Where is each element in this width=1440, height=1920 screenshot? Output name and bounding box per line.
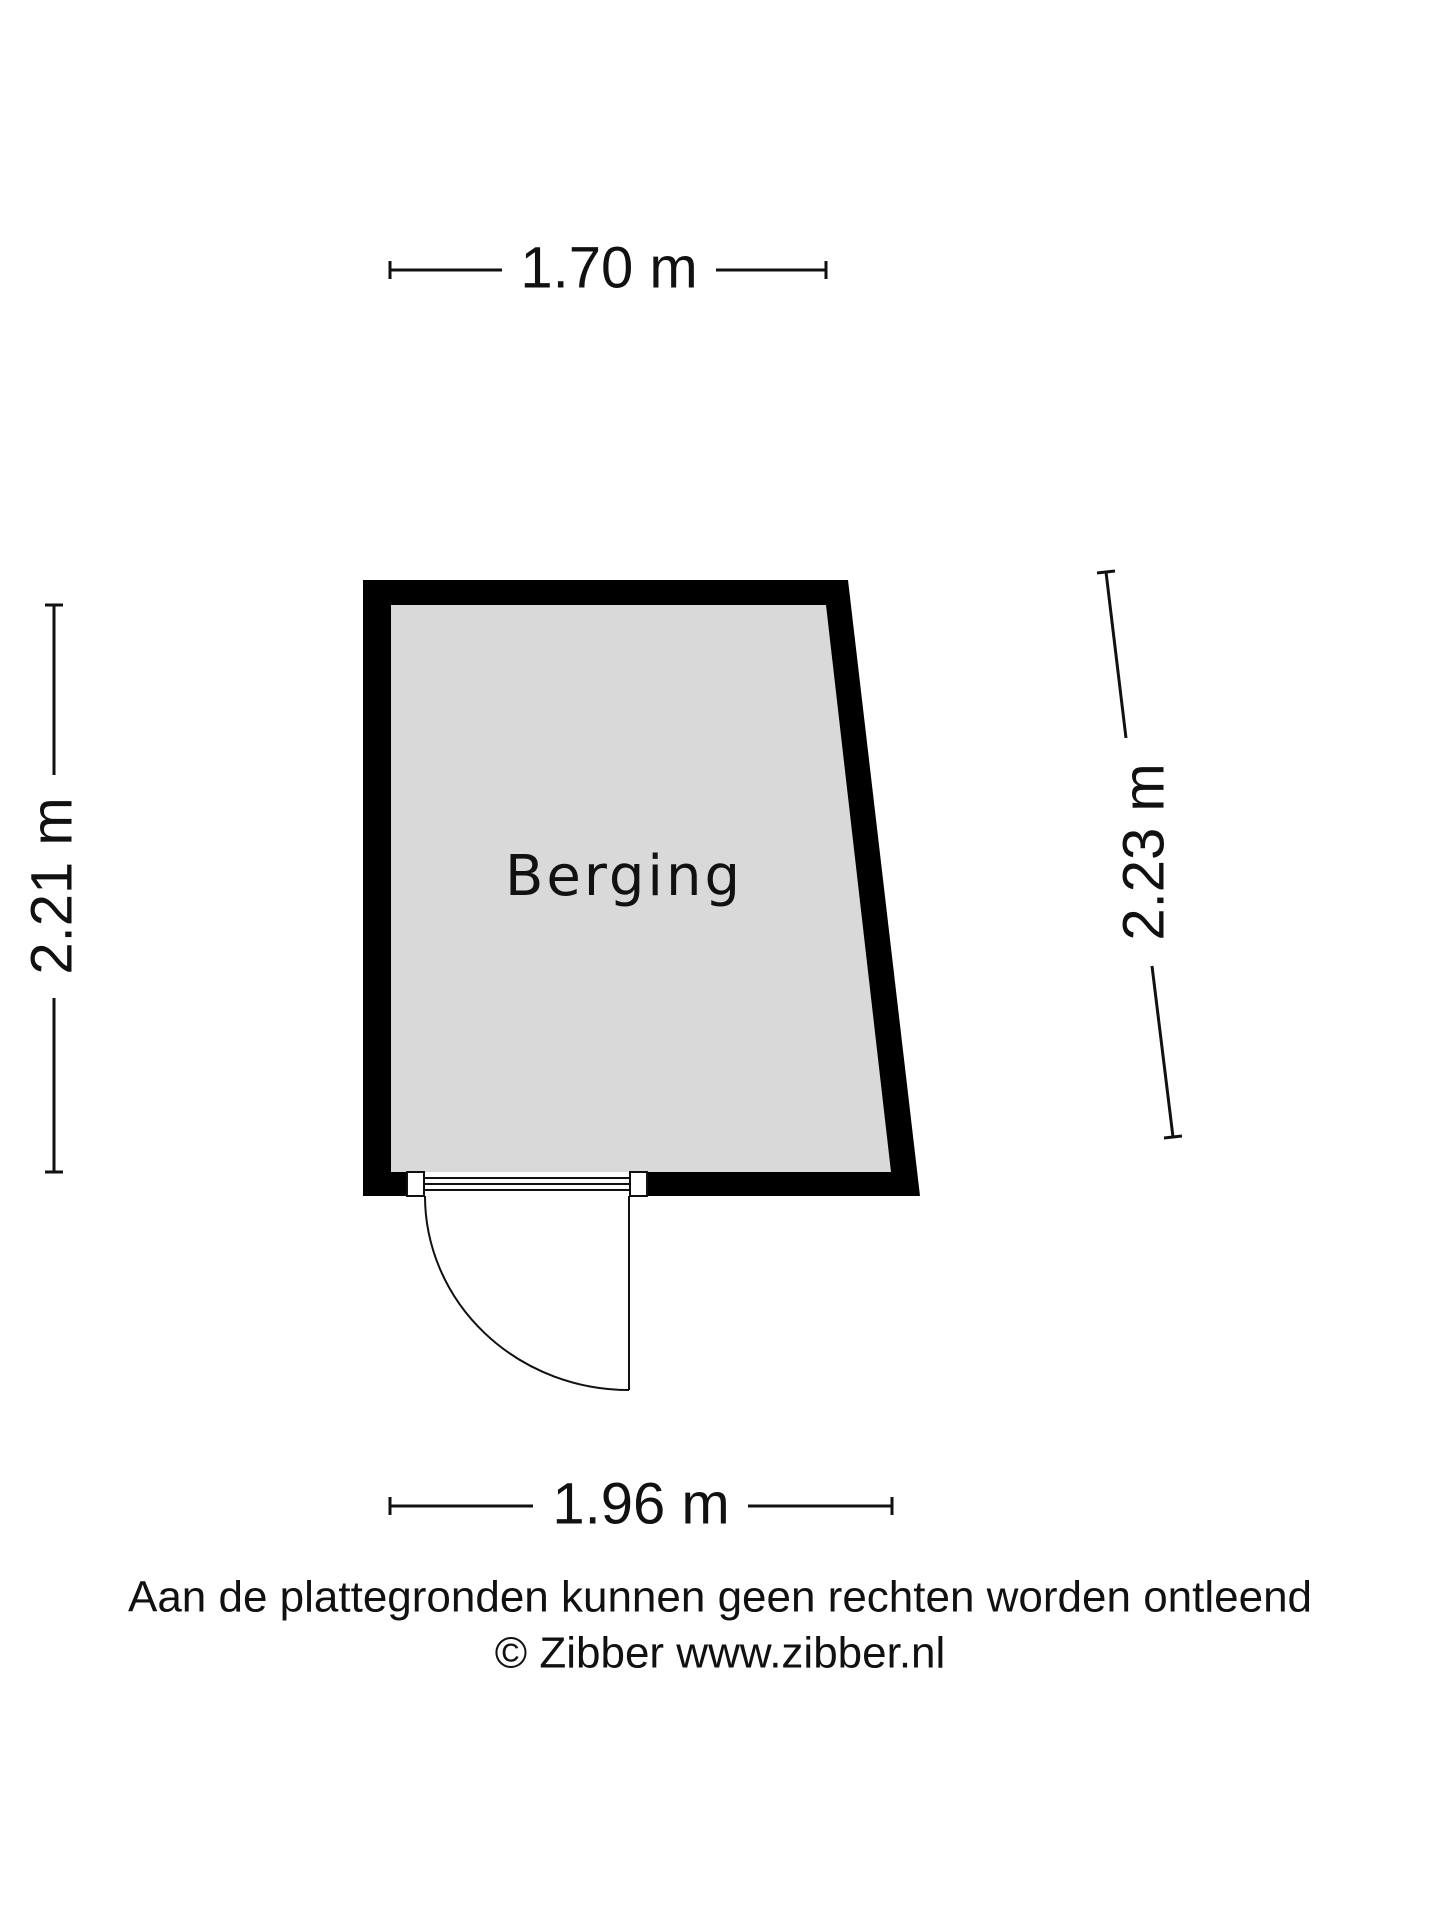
right-dimension-label: 2.23 m — [1111, 763, 1176, 940]
door-swing-arc — [424, 1195, 630, 1391]
bottom-dimension: 1.96 m — [388, 1471, 894, 1536]
right-dimension-line-top — [1104, 571, 1128, 739]
room-label: Berging — [505, 844, 743, 909]
left-dimension: 2.21 m — [19, 603, 84, 1174]
top-dimension-label: 1.70 m — [520, 235, 697, 300]
left-dimension-label: 2.21 m — [19, 797, 84, 974]
door-frame-left — [406, 1171, 425, 1197]
room-berging: Berging — [363, 580, 920, 1196]
disclaimer-text: Aan de plattegronden kunnen geen rechten… — [128, 1573, 1312, 1622]
right-dimension-tick-top — [1096, 569, 1116, 575]
right-dimension-tick-bottom — [1163, 1134, 1183, 1140]
right-dimension: 2.23 m — [1096, 569, 1183, 1140]
copyright-text: © Zibber www.zibber.nl — [495, 1629, 946, 1678]
footer: Aan de plattegronden kunnen geen rechten… — [128, 1573, 1312, 1678]
door-frame-right — [629, 1171, 648, 1197]
room-floor — [391, 605, 891, 1172]
bottom-dimension-label: 1.96 m — [552, 1471, 729, 1536]
right-dimension-line-bottom — [1150, 965, 1175, 1138]
top-dimension: 1.70 m — [388, 235, 828, 300]
door — [406, 1171, 648, 1391]
